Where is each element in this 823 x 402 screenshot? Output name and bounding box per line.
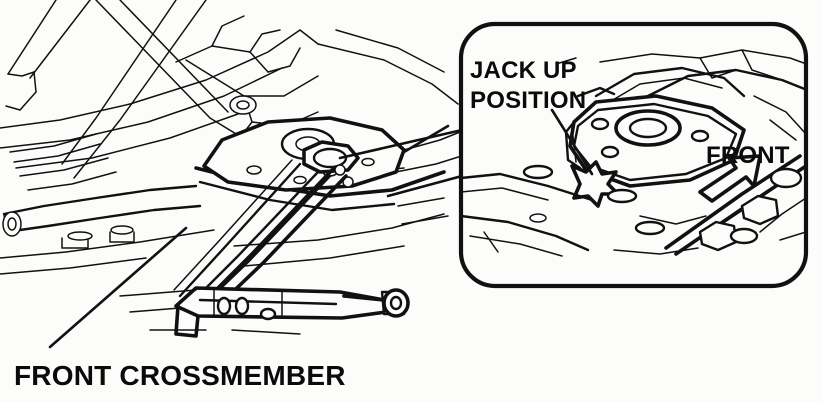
scissor-jack: [173, 140, 410, 338]
arrow-up-right-icon: [698, 154, 762, 203]
front-crossmember-caption: FRONT CROSSMEMBER: [14, 360, 346, 391]
inset-pointer-lines: [338, 124, 464, 198]
inset-panel: [458, 21, 809, 289]
inset-artwork: [461, 49, 806, 257]
jack-up-label-line2: POSITION: [470, 87, 586, 114]
crossmember-leader-line: [48, 226, 188, 349]
front-direction-label: FRONT: [706, 142, 790, 169]
jack-up-label-line1: JACK UP: [470, 57, 577, 84]
jack-up-position-leader-line: [550, 108, 594, 176]
underbody-line-art: [0, 0, 471, 338]
